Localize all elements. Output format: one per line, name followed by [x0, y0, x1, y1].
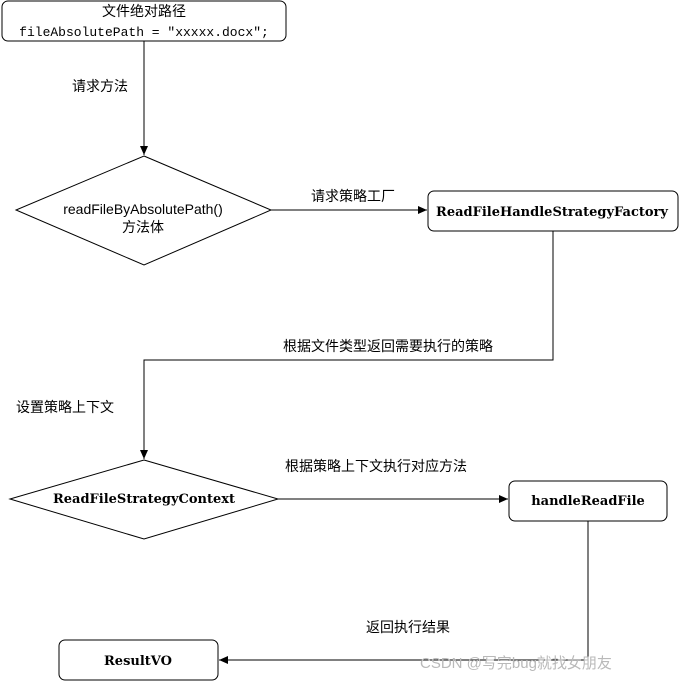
context-decision-node: ReadFileStrategyContext: [8, 459, 280, 540]
start-node-code: fileAbsolutePath = "xxxxx.docx";: [19, 25, 269, 40]
result-node: ResultVO: [58, 639, 219, 681]
edge-label-return-result: 返回执行结果: [366, 619, 450, 635]
edge-label-execute-method: 根据策略上下文执行对应方法: [285, 458, 467, 474]
csdn-watermark: CSDN @写完bug就找女朋友: [420, 654, 612, 672]
edge-return-result: 返回执行结果: [219, 521, 589, 664]
start-node: 文件绝对路径 fileAbsolutePath = "xxxxx.docx";: [1, 0, 287, 42]
method-node-line2: 方法体: [122, 219, 164, 235]
edge-execute-method: 根据策略上下文执行对应方法: [278, 458, 508, 503]
method-decision-node: readFileByAbsolutePath() 方法体: [14, 155, 273, 266]
edge-return-strategy: 根据文件类型返回需要执行的策略 设置策略上下文: [16, 231, 554, 459]
edge-label-request-factory: 请求策略工厂: [311, 188, 395, 204]
edge-request-method: 请求方法: [72, 41, 148, 155]
edge-label-set-context: 设置策略上下文: [16, 399, 114, 415]
result-node-label: ResultVO: [104, 654, 172, 669]
edge-label-request-method: 请求方法: [72, 78, 128, 94]
start-node-title: 文件绝对路径: [102, 3, 186, 19]
factory-node: ReadFileHandleStrategyFactory: [427, 190, 679, 232]
method-node-line1: readFileByAbsolutePath(): [63, 201, 223, 217]
handle-node-label: handleReadFile: [531, 494, 645, 509]
context-node-label: ReadFileStrategyContext: [53, 492, 235, 507]
handle-node: handleReadFile: [508, 480, 668, 522]
edge-label-return-strategy: 根据文件类型返回需要执行的策略: [283, 338, 493, 354]
factory-node-label: ReadFileHandleStrategyFactory: [436, 205, 668, 220]
edge-request-factory: 请求策略工厂: [271, 188, 427, 214]
